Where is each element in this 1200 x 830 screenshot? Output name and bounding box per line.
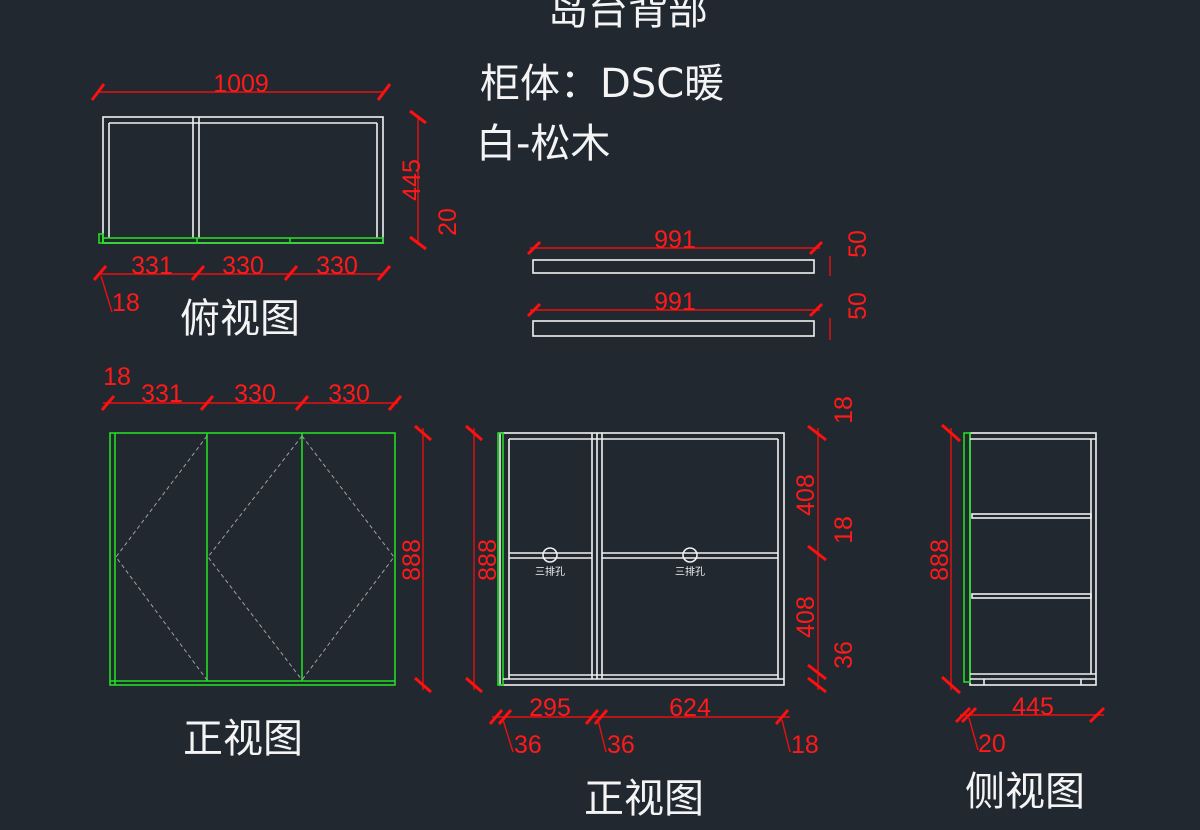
dim-top-depth: 445 (398, 159, 426, 201)
strip-2-height: 50 (844, 292, 872, 320)
dim-carcass-top: 18 (830, 396, 858, 424)
dim-top-offset: 20 (434, 208, 462, 236)
dim-top-width: 1009 (213, 70, 269, 98)
title-line2: 柜体：DSC暖 (480, 61, 724, 107)
dim-doors-seg3: 330 (328, 380, 370, 408)
hole-icon (682, 547, 698, 563)
dim-doors-seg1: 331 (141, 380, 183, 408)
title-line3: 白-松木 (476, 121, 610, 167)
dim-carcass-shelf: 18 (830, 516, 858, 544)
dim-side-depth: 445 (1012, 693, 1054, 721)
hole-label-right: 三排孔 (675, 565, 705, 578)
dim-top-seg1: 331 (131, 252, 173, 280)
dim-carcass-36a: 36 (514, 731, 542, 759)
hole-icon (542, 547, 558, 563)
dim-doors-seg2: 330 (234, 380, 276, 408)
dim-carcass-base: 36 (830, 641, 858, 669)
dim-carcass-right-width: 624 (669, 694, 711, 722)
strip-2-length: 991 (654, 288, 696, 316)
side-view-label: 侧视图 (965, 769, 1085, 815)
dim-top-edge: 18 (112, 289, 140, 317)
front-view-doors-label: 正视图 (183, 716, 303, 762)
dim-top-seg2: 330 (222, 252, 264, 280)
dim-carcass-left-width: 295 (529, 694, 571, 722)
dim-doors-edge: 18 (103, 363, 131, 391)
dim-carcass-height: 888 (474, 539, 502, 581)
front-view-carcass: 三排孔 三排孔 888 18 408 18 408 36 295 624 36 … (465, 396, 858, 822)
strip-1: 991 50 (526, 226, 872, 276)
dim-side-door: 20 (978, 730, 1006, 758)
side-view: 888 445 20 侧视图 (926, 423, 1106, 815)
front-view-doors: 18 331 330 330 888 正视图 (100, 363, 432, 762)
strip-1-height: 50 (844, 230, 872, 258)
hole-label-left: 三排孔 (535, 565, 565, 578)
dim-top-seg3: 330 (316, 252, 358, 280)
title-line1: 岛台背部 (548, 0, 708, 34)
top-view-label: 俯视图 (180, 296, 300, 342)
strip-1-length: 991 (654, 226, 696, 254)
top-view: 1009 445 20 331 330 330 18 俯视图 (90, 70, 462, 342)
strip-2: 991 50 (526, 288, 872, 340)
dim-carcass-upper: 408 (792, 474, 820, 516)
dim-doors-height: 888 (398, 539, 426, 581)
dim-side-height: 888 (926, 539, 954, 581)
dim-carcass-18: 18 (791, 731, 819, 759)
front-view-carcass-label: 正视图 (584, 776, 704, 822)
dim-carcass-lower: 408 (792, 596, 820, 638)
dim-carcass-36b: 36 (607, 731, 635, 759)
